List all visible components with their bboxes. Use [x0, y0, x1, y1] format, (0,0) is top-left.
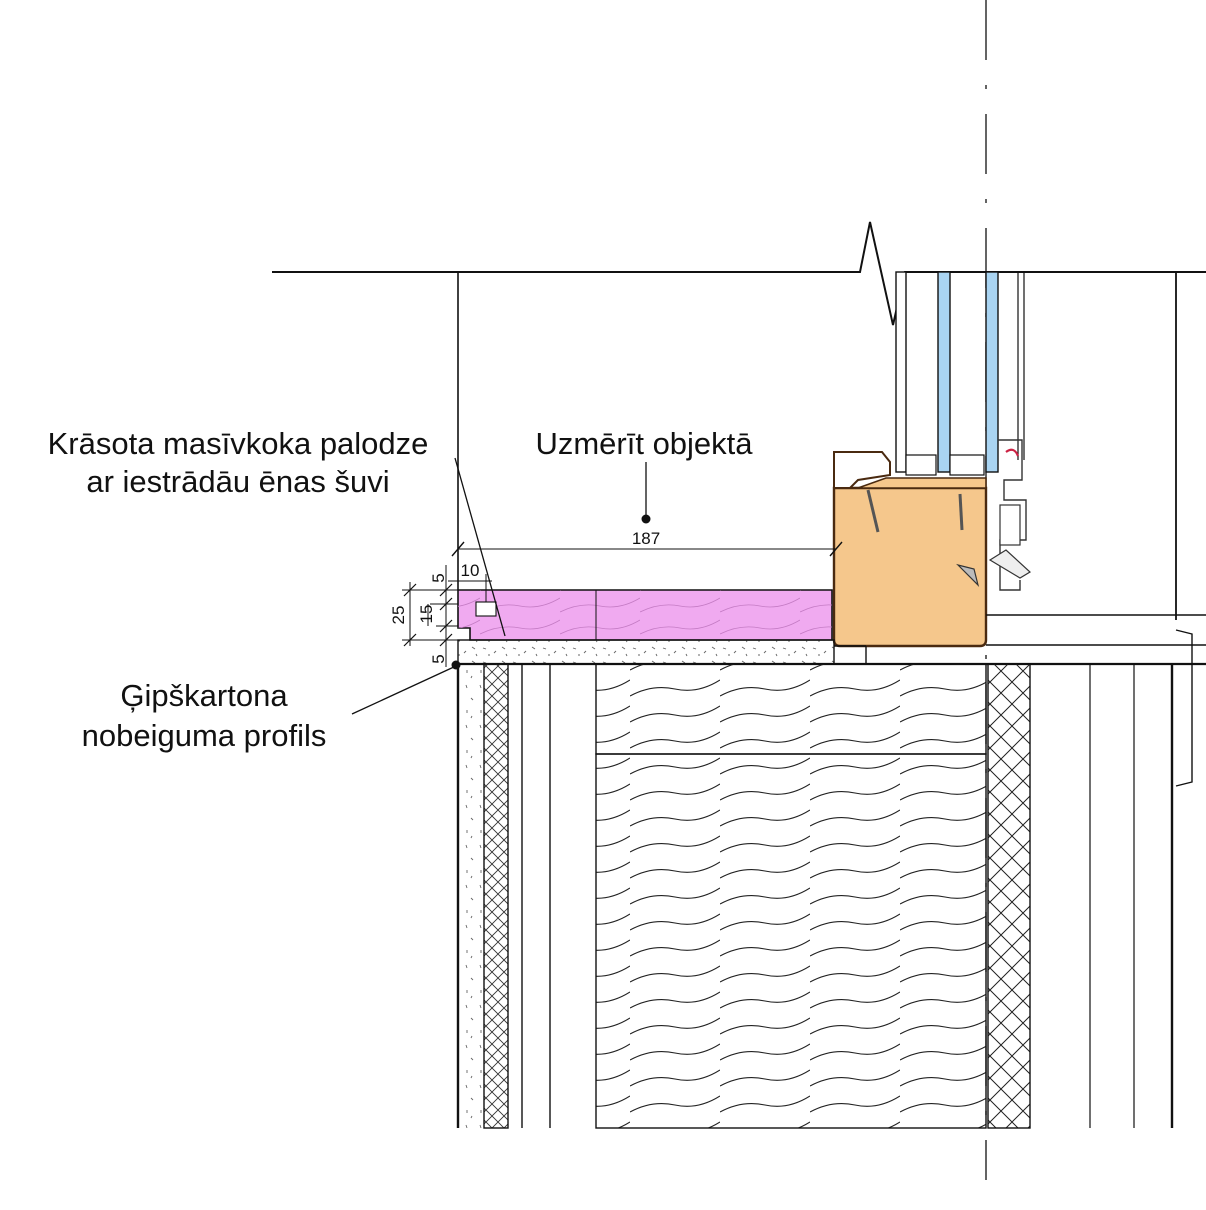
- dim-15-text: 15: [417, 605, 436, 624]
- dim-5-top-text: 5: [429, 573, 448, 582]
- leader-profile-dot: [451, 660, 461, 670]
- label-profile-line1: Ģipškartona: [120, 678, 288, 713]
- window-frame-wood: [832, 451, 988, 648]
- opening-top-line: [272, 221, 1206, 326]
- glazing-unit: [895, 271, 1025, 476]
- leader-measure-dot: [641, 514, 651, 524]
- dim-25-text: 25: [389, 606, 408, 625]
- frame-profiles: [986, 439, 1206, 646]
- window-sill-board: [457, 589, 833, 641]
- label-profile-line2: nobeiguma profils: [82, 718, 327, 753]
- dim-5-bottom-text: 5: [429, 654, 448, 663]
- label-sill-line1: Krāsota masīvkoka palodze: [48, 426, 429, 461]
- dim-10-text: 10: [461, 561, 480, 580]
- wall-section: [456, 629, 1193, 1129]
- dim-187-text: 187: [632, 529, 660, 548]
- leader-profile: [351, 665, 457, 715]
- label-sill-line2: ar iestrādāu ēnas šuvi: [86, 464, 389, 499]
- dimension-187: 187: [451, 529, 843, 557]
- label-measure: Uzmērīt objektā: [535, 426, 753, 461]
- leader-sill: [454, 457, 506, 637]
- leveling-layer: [457, 639, 835, 665]
- sill-dimensions: 10 5 25 15 5: [389, 561, 492, 667]
